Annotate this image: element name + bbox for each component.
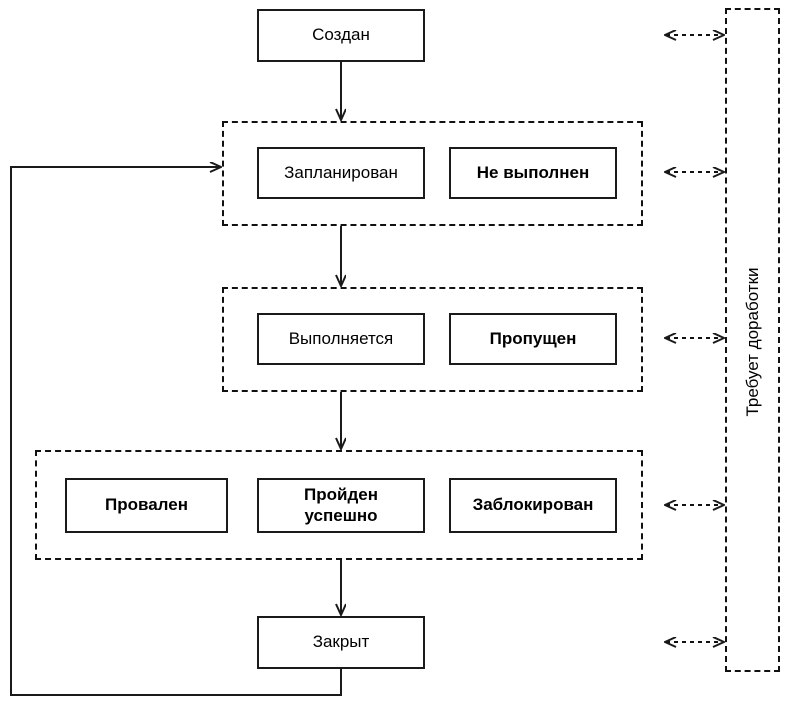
state-node-closed[interactable]: Закрыт — [257, 616, 425, 669]
state-label-in-progress: Выполняется — [288, 328, 394, 348]
state-label-skipped: Пропущен — [489, 328, 577, 348]
state-group-in-progress — [222, 287, 643, 392]
state-label-created: Создан — [312, 25, 370, 45]
state-label-planned: Запланирован — [284, 162, 398, 182]
state-node-in-progress[interactable]: Выполняется — [257, 313, 425, 365]
state-node-created[interactable]: Создан — [257, 9, 425, 62]
rework-label: Требует доработки — [743, 267, 762, 417]
state-label-blocked: Заблокирован — [472, 495, 594, 515]
state-group-result — [35, 450, 643, 560]
state-node-planned[interactable]: Запланирован — [257, 147, 425, 199]
state-label-not-done: Не выполнен — [476, 162, 590, 182]
state-node-skipped[interactable]: Пропущен — [449, 313, 617, 365]
state-node-passed[interactable]: Пройден успешно — [257, 478, 425, 533]
rework-container — [725, 8, 780, 672]
state-label-failed: Провален — [105, 495, 188, 515]
state-group-planned — [222, 121, 643, 226]
state-label-passed: Пройден успешно — [304, 485, 378, 525]
state-label-closed: Закрыт — [312, 632, 370, 652]
state-node-not-done[interactable]: Не выполнен — [449, 147, 617, 199]
state-node-blocked[interactable]: Заблокирован — [449, 478, 617, 533]
state-node-failed[interactable]: Провален — [65, 478, 228, 533]
